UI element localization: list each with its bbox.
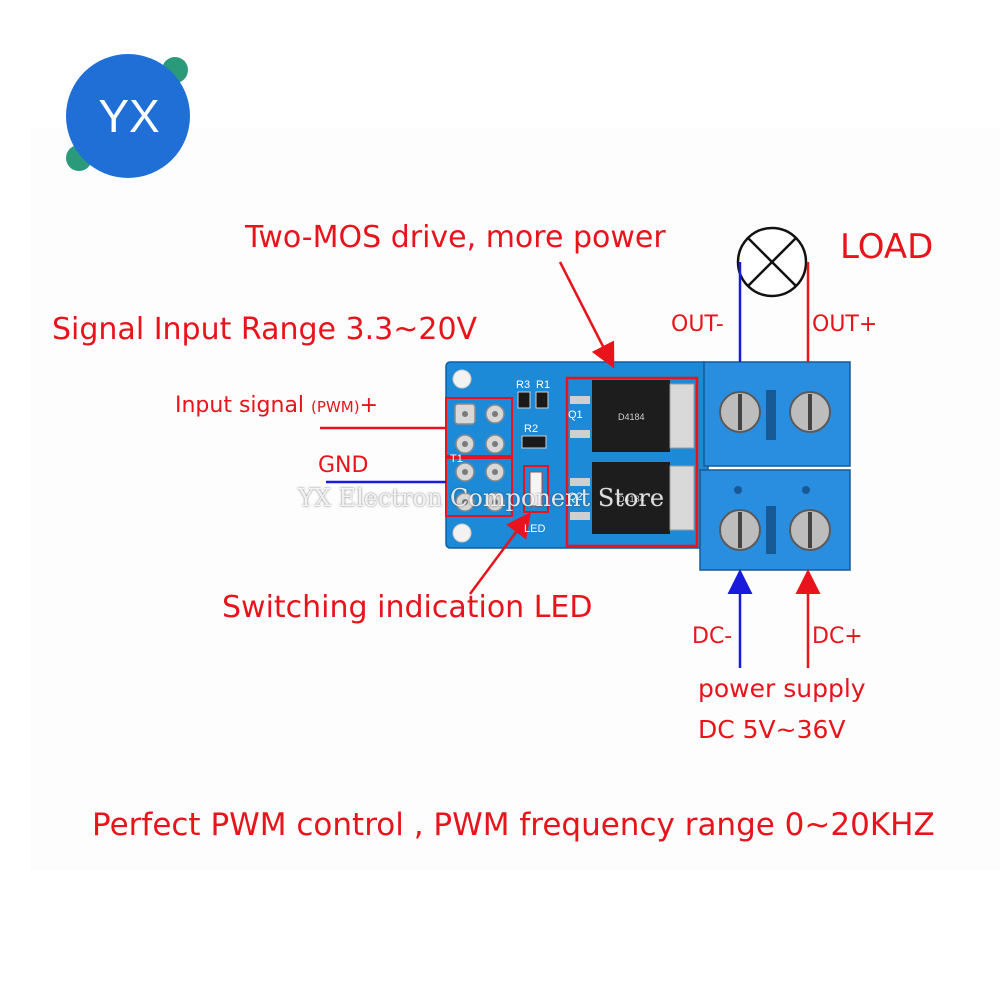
gnd-label: GND — [318, 453, 369, 478]
load-lamp-icon — [736, 226, 808, 298]
store-watermark: YX Electron Component Store — [298, 484, 665, 512]
dc-range-label: DC 5V~36V — [698, 715, 846, 744]
mosfet-q2 — [570, 462, 695, 534]
load-label: LOAD — [840, 227, 934, 267]
mosfet-highlight — [565, 376, 699, 548]
input-signal-text: Input signal — [175, 393, 305, 418]
mounting-hole — [452, 523, 472, 543]
mosfet-marking: D4184 — [618, 412, 645, 422]
pwm-text: (PWM) — [311, 398, 360, 416]
output-terminal-block — [703, 361, 851, 467]
footer-caption: Perfect PWM control , PWM frequency rang… — [92, 807, 935, 843]
silk-r1: R1 — [536, 379, 550, 391]
mosfet-marking: D4184 — [618, 494, 645, 504]
status-led — [529, 471, 543, 507]
silk-r2: R2 — [524, 423, 538, 435]
logo-mark-icon — [66, 54, 190, 178]
silk-r3: R3 — [516, 379, 530, 391]
mosfet-q1 — [570, 380, 695, 452]
led-pointer-arrow — [468, 511, 531, 595]
power-terminal-block — [699, 469, 851, 571]
silk-q1: Q1 — [568, 409, 583, 421]
signal-range-label: Signal Input Range 3.3~20V — [52, 312, 478, 347]
dc-minus-label: DC- — [692, 624, 733, 649]
resistors — [517, 391, 549, 449]
out-plus-label: OUT+ — [812, 312, 878, 337]
logo-text: YX — [98, 90, 160, 142]
power-supply-label: power supply — [698, 674, 866, 703]
mounting-hole — [452, 369, 472, 389]
yx-logo: YX — [62, 52, 196, 186]
plus-text: + — [359, 393, 379, 418]
out-minus-label: OUT- — [671, 312, 724, 337]
dc-plus-label: DC+ — [812, 624, 863, 649]
led-indicator-label: Switching indication LED — [222, 590, 593, 625]
silk-q2: Q2 — [568, 491, 583, 503]
status-led-highlight — [523, 465, 549, 513]
silk-led: LED — [524, 523, 545, 535]
two-mos-label: Two-MOS drive, more power — [245, 220, 666, 255]
mos-pointer-arrow — [558, 261, 615, 369]
gnd-highlight — [445, 457, 513, 517]
input-signal-label: Input signal (PWM)+ — [175, 395, 378, 417]
silk-t1: T1 — [450, 453, 463, 465]
